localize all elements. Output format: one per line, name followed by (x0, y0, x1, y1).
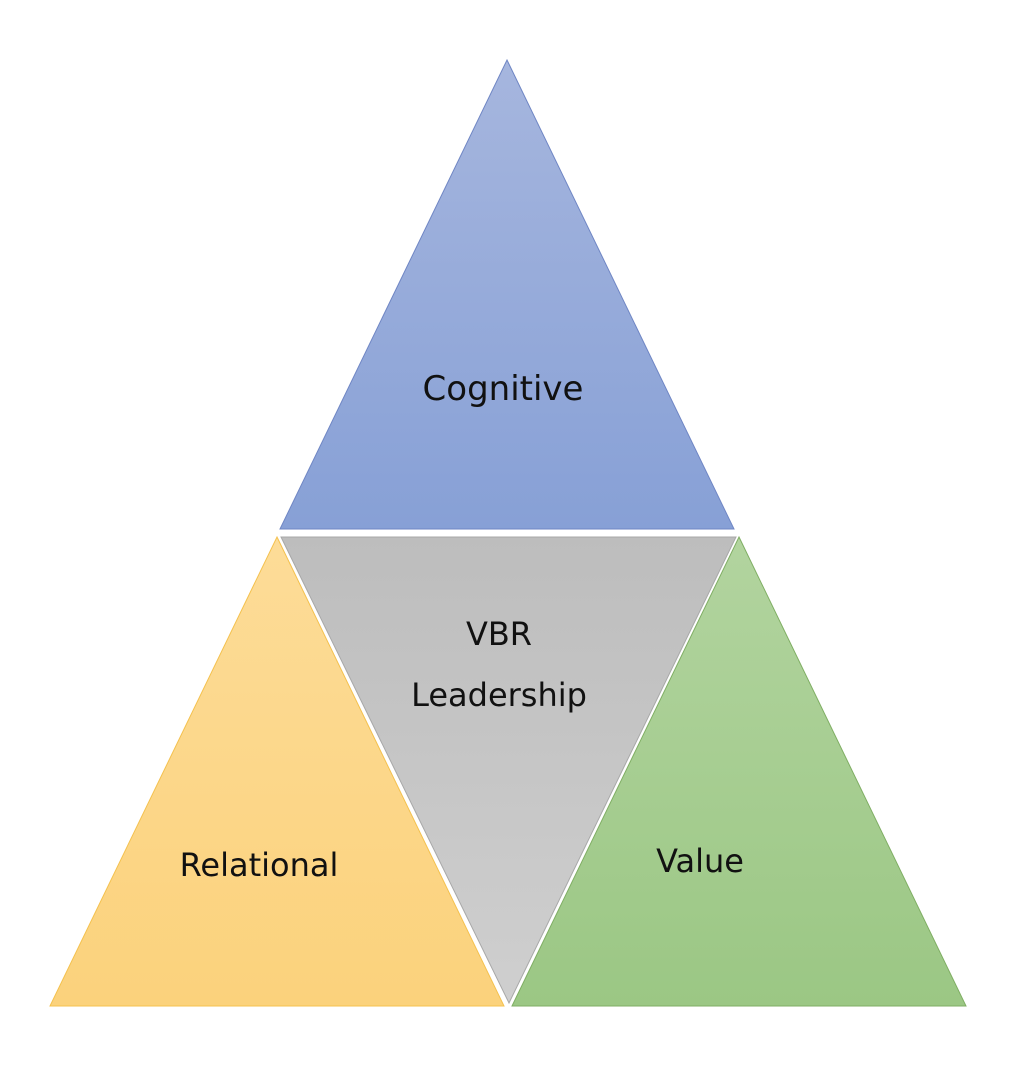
value-label: Value (656, 842, 744, 880)
relational-label: Relational (180, 846, 339, 884)
value-triangle (511, 535, 967, 1007)
cognitive-label: Cognitive (423, 369, 584, 409)
vbr-label: VBR (466, 615, 532, 653)
vbr-leadership-triangle (280, 536, 737, 1005)
cognitive-triangle (279, 58, 735, 530)
leadership-label: Leadership (411, 676, 587, 714)
relational-triangle (49, 535, 505, 1007)
